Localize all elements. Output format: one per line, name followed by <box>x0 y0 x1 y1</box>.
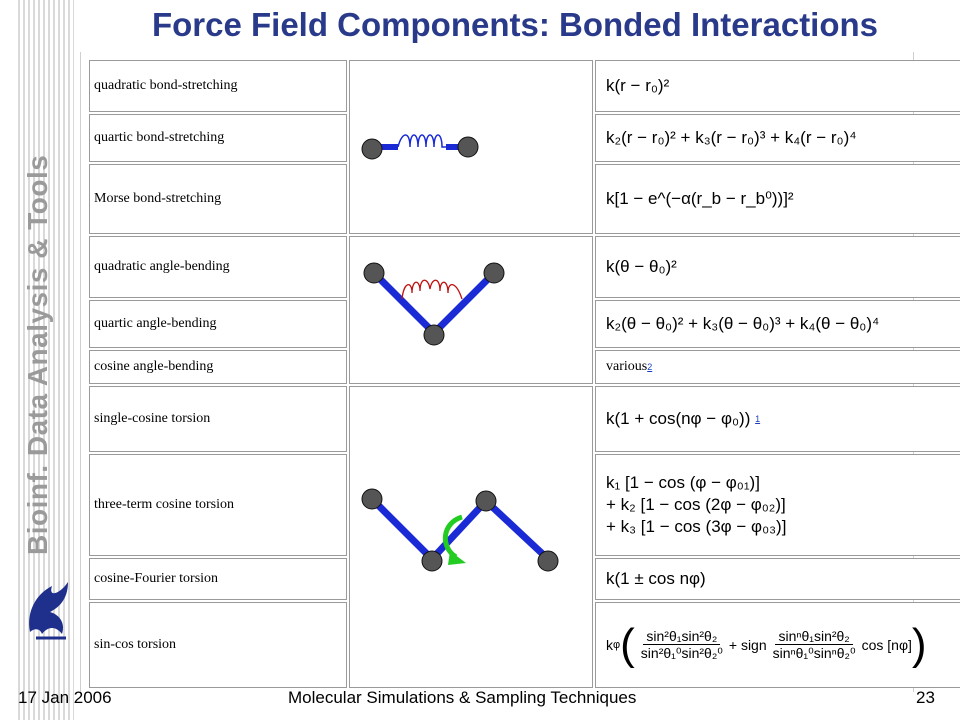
row-name: quartic bond-stretching <box>89 114 347 162</box>
reference-link[interactable]: 2 <box>647 362 653 372</box>
side-text: Bioinf. Data Analysis & Tools <box>22 154 53 555</box>
row-name: quartic angle-bending <box>89 300 347 348</box>
footer-course: Molecular Simulations & Sampling Techniq… <box>288 688 637 707</box>
formula-three-term: k₁ [1 − cos (φ − φ₀₁)] + k₂ [1 − cos (2φ… <box>595 454 960 556</box>
torsion-diagram <box>349 386 593 688</box>
formula-morse-bond: k[1 − e^(−α(r_b − r_b⁰))]² <box>595 164 960 234</box>
formula-cosine-fourier: k(1 ± cos nφ) <box>595 558 960 600</box>
university-logo-icon <box>29 582 68 640</box>
angle-bend-diagram <box>349 236 593 384</box>
formula-quadratic-bond: k(r − r₀)² <box>595 60 960 112</box>
formula-single-cosine: k(1 + cos(nφ − φ₀)) 1 <box>595 386 960 452</box>
row-name: single-cosine torsion <box>89 386 347 452</box>
formula-quartic-bond: k₂(r − r₀)² + k₃(r − r₀)³ + k₄(r − r₀)⁴ <box>595 114 960 162</box>
reference-link[interactable]: 1 <box>755 414 761 424</box>
row-name: cosine-Fourier torsion <box>89 558 347 600</box>
row-name: quadratic bond-stretching <box>89 60 347 112</box>
bond-stretch-diagram <box>349 60 593 234</box>
slide-title: Force Field Components: Bonded Interacti… <box>151 6 879 43</box>
footer-date: 17 Jan 2006 <box>18 688 112 707</box>
row-name: three-term cosine torsion <box>89 454 347 556</box>
row-name: cosine angle-bending <box>89 350 347 384</box>
force-field-table: quadratic bond-stretching quartic bond-s… <box>80 52 960 692</box>
row-name: quadratic angle-bending <box>89 236 347 298</box>
row-name: sin-cos torsion <box>89 602 347 688</box>
row-name: Morse bond-stretching <box>89 164 347 234</box>
formula-quartic-angle: k₂(θ − θ₀)² + k₃(θ − θ₀)³ + k₄(θ − θ₀)⁴ <box>595 300 960 348</box>
formula-quadratic-angle: k(θ − θ₀)² <box>595 236 960 298</box>
footer-page-number: 23 <box>916 688 935 707</box>
